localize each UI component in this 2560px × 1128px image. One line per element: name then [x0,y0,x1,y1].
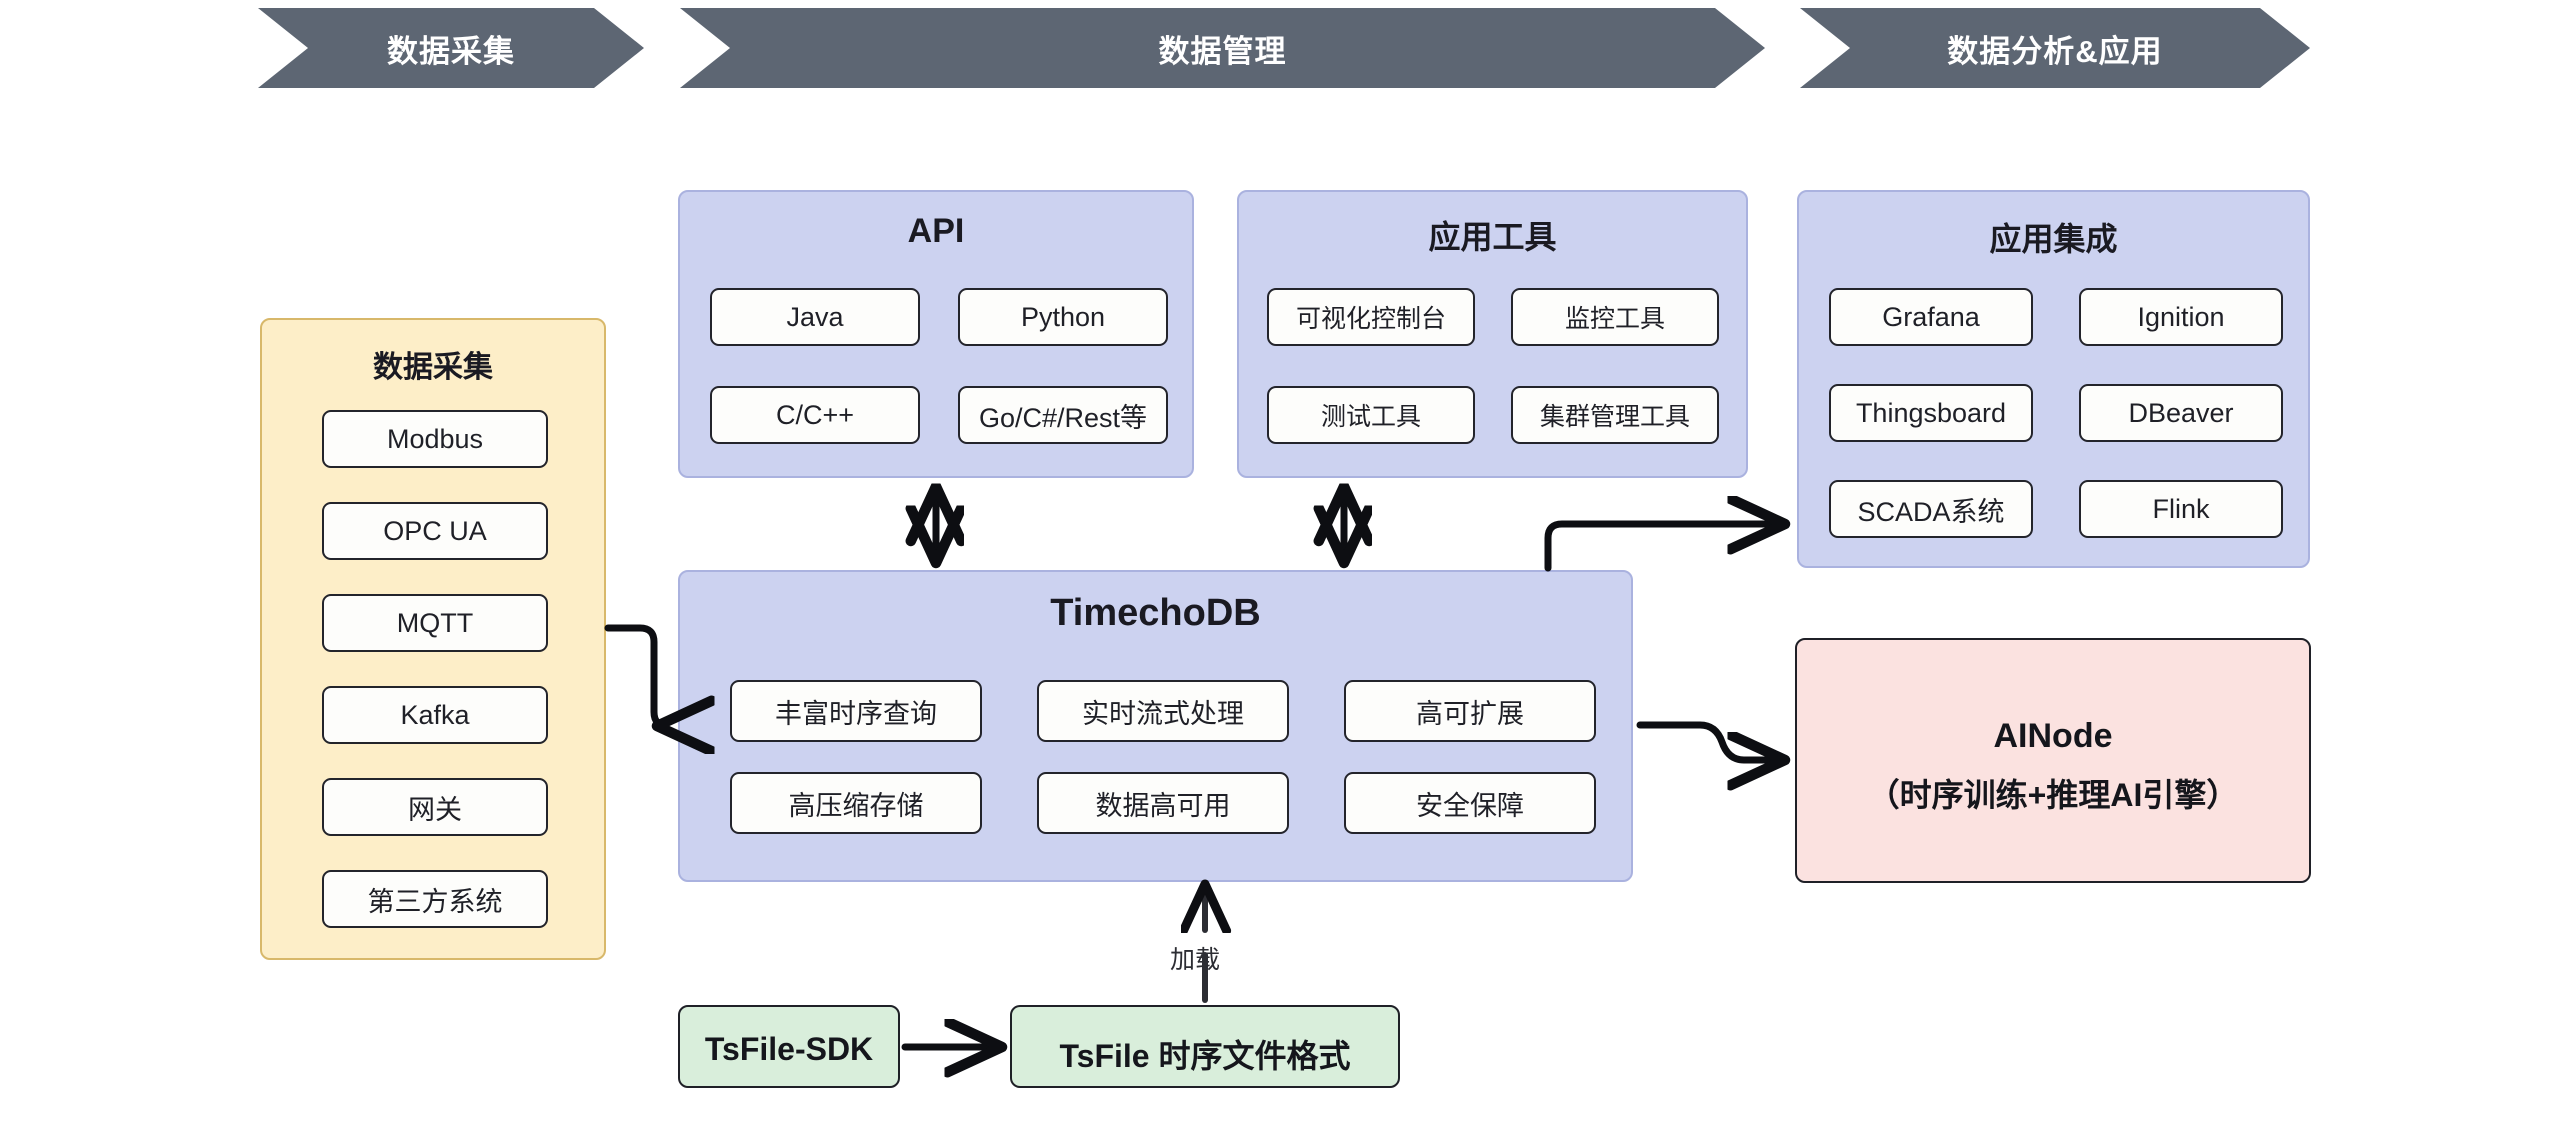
integration-item-scada[interactable]: SCADA系统 [1829,480,2033,538]
stage-banner-label: 数据分析&应用 [1947,33,2163,69]
ainode-title: AINode [1993,717,2113,755]
integration-item-ignition[interactable]: Ignition [2079,288,2283,346]
collection-item-mqtt[interactable]: MQTT [322,594,548,652]
application-tools-panel: 应用工具 可视化控制台 监控工具 测试工具 集群管理工具 [1237,190,1748,478]
collection-item-opc-ua[interactable]: OPC UA [322,502,548,560]
api-panel-title: API [907,212,965,250]
load-edge-label: 加载 [1170,946,1221,974]
integration-item-dbeaver[interactable]: DBeaver [2079,384,2283,442]
stage-banner-label: 数据采集 [387,33,515,69]
tools-item-cluster-management[interactable]: 集群管理工具 [1511,386,1719,444]
api-item-go-csharp-rest[interactable]: Go/C#/Rest等 [958,386,1168,444]
ainode-subtitle: （时序训练+推理AI引擎） [1867,777,2239,813]
api-panel: API Java Python C/C++ Go/C#/Rest等 [678,190,1194,478]
tsfile-format-node[interactable]: TsFile 时序文件格式 [1010,1005,1400,1088]
tsfile-format-label: TsFile 时序文件格式 [1059,1038,1351,1074]
tools-item-testing[interactable]: 测试工具 [1267,386,1475,444]
core-feature-realtime-stream-processing[interactable]: 实时流式处理 [1037,680,1289,742]
core-feature-high-compression-storage[interactable]: 高压缩存储 [730,772,982,834]
integration-item-grafana[interactable]: Grafana [1829,288,2033,346]
stage-banner-label: 数据管理 [1158,33,1287,69]
core-feature-security-guarantee[interactable]: 安全保障 [1344,772,1596,834]
timechodb-panel-title: TimechoDB [1050,592,1261,634]
stage-banner-data-collection: 数据采集 [258,8,644,88]
stage-banner-data-analysis: 数据分析&应用 [1800,8,2310,88]
edge-timechodb-to-ainode [1636,721,1778,760]
core-feature-rich-timeseries-query[interactable]: 丰富时序查询 [730,680,982,742]
tools-item-monitoring[interactable]: 监控工具 [1511,288,1719,346]
ainode-panel: AINode （时序训练+推理AI引擎） [1795,638,2311,883]
integration-item-flink[interactable]: Flink [2079,480,2283,538]
api-item-java[interactable]: Java [710,288,920,346]
application-integration-panel-title: 应用集成 [1989,221,2118,257]
timechodb-panel: TimechoDB 丰富时序查询 实时流式处理 高可扩展 高压缩存储 数据高可用… [678,570,1633,882]
tsfile-sdk-label: TsFile-SDK [704,1031,874,1067]
tsfile-sdk-node[interactable]: TsFile-SDK [678,1005,900,1088]
api-item-c-cpp[interactable]: C/C++ [710,386,920,444]
integration-item-thingsboard[interactable]: Thingsboard [1829,384,2033,442]
edge-collection-to-timechodb [604,624,668,726]
edge-timechodb-to-integration [1544,524,1778,572]
collection-item-gateway[interactable]: 网关 [322,778,548,836]
data-collection-panel: 数据采集 Modbus OPC UA MQTT Kafka 网关 第三方系统 [260,318,606,960]
stage-banner-data-management: 数据管理 [680,8,1765,88]
core-feature-high-scalability[interactable]: 高可扩展 [1344,680,1596,742]
data-collection-panel-title: 数据采集 [373,351,493,384]
application-tools-panel-title: 应用工具 [1428,219,1557,255]
collection-item-kafka[interactable]: Kafka [322,686,548,744]
collection-item-modbus[interactable]: Modbus [322,410,548,468]
core-feature-data-high-availability[interactable]: 数据高可用 [1037,772,1289,834]
tools-item-visual-console[interactable]: 可视化控制台 [1267,288,1475,346]
api-item-python[interactable]: Python [958,288,1168,346]
collection-item-third-party-system[interactable]: 第三方系统 [322,870,548,928]
application-integration-panel: 应用集成 Grafana Ignition Thingsboard DBeave… [1797,190,2310,568]
